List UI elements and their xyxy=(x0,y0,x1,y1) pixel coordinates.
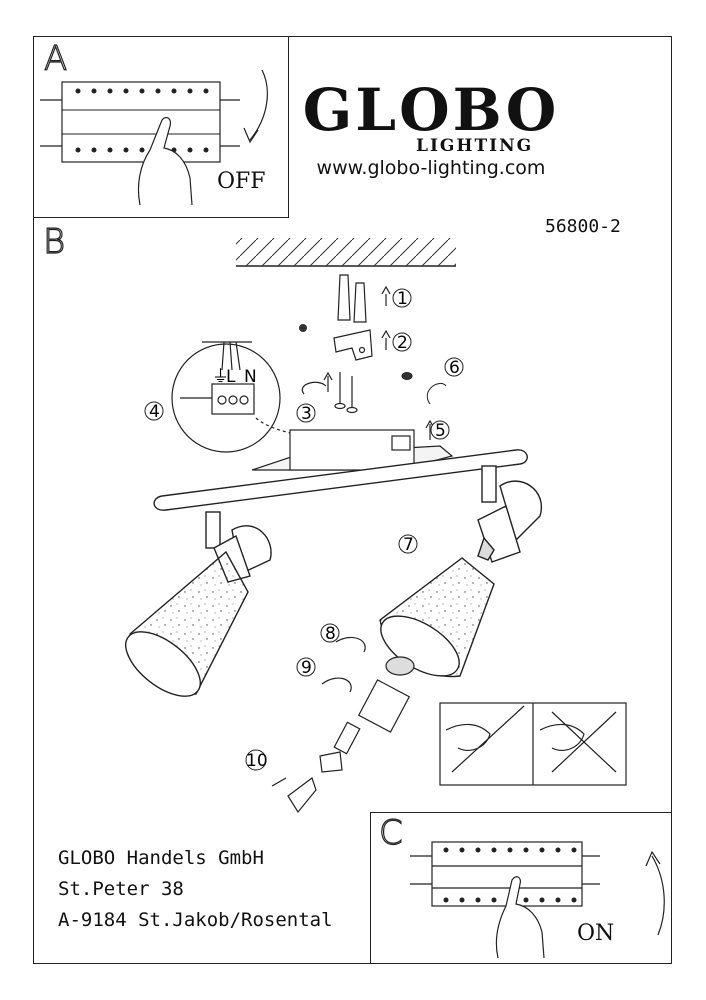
lamp-ring-and-socket xyxy=(271,637,415,814)
address-city: A-9184 St.Jakob/Rosental xyxy=(58,909,333,931)
breaker-panel-on-illustration xyxy=(410,841,665,959)
address-company: GLOBO Handels GmbH xyxy=(58,847,264,869)
logo-brand: GLOBO xyxy=(302,76,560,144)
wall-plugs xyxy=(337,274,391,323)
nut-part xyxy=(401,372,447,405)
panel-a-letter: A xyxy=(43,38,68,79)
step-9-label: 9 xyxy=(301,658,312,678)
manufacturer-address: GLOBO Handels GmbH St.Peter 38 A-9184 St… xyxy=(58,843,333,936)
screw-head xyxy=(299,324,307,332)
wiring-earth-label: ⏚ xyxy=(212,367,229,387)
on-caption: ON xyxy=(577,921,615,946)
ceiling-canopy xyxy=(251,419,454,471)
off-caption: OFF xyxy=(217,169,266,194)
spotlight-bar xyxy=(153,449,528,549)
instruction-sheet-frame xyxy=(33,36,672,964)
left-spotlight xyxy=(125,525,272,697)
breaker-panel-off-illustration xyxy=(40,69,268,206)
right-spotlight xyxy=(379,480,543,678)
step-10-label: 10 xyxy=(246,751,268,771)
mounting-screws xyxy=(301,371,358,414)
article-number: 56800-2 xyxy=(545,216,621,237)
bulb-handling-warning xyxy=(439,702,627,786)
step-1-label: 1 xyxy=(397,289,408,309)
globo-logo: GLOBO LIGHTING xyxy=(300,80,562,156)
wiring-neutral-label: N xyxy=(244,367,257,387)
website-url[interactable]: www.globo-lighting.com xyxy=(316,157,546,179)
logo-tagline: LIGHTING xyxy=(416,136,534,156)
step-2-label: 2 xyxy=(397,333,408,353)
wiring-live-label: L xyxy=(226,367,236,387)
step-markers xyxy=(144,288,464,771)
step-4-label: 4 xyxy=(149,402,160,422)
step-3-label: 3 xyxy=(301,404,312,424)
step-7-label: 7 xyxy=(403,535,414,555)
wiring-detail xyxy=(171,341,301,453)
panel-b-letter: B xyxy=(42,221,66,262)
step-5-label: 5 xyxy=(435,421,446,441)
step-6-label: 6 xyxy=(449,358,460,378)
panel-c-letter: C xyxy=(378,812,403,853)
ceiling-hatching xyxy=(236,238,456,267)
address-street: St.Peter 38 xyxy=(58,878,184,900)
mounting-bracket xyxy=(333,329,391,361)
step-8-label: 8 xyxy=(325,624,336,644)
